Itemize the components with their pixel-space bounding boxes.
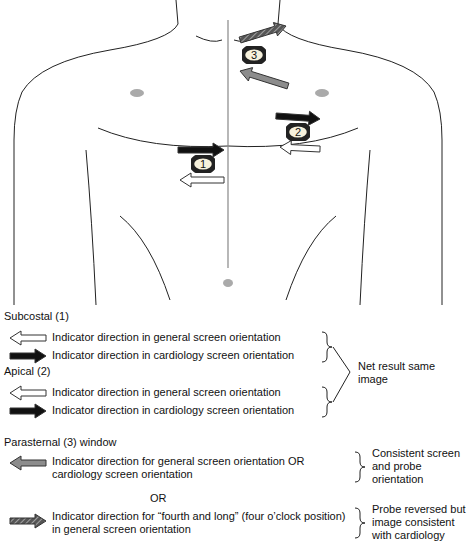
legend-text: Indicator direction for general screen o…: [52, 455, 350, 481]
parasternal-indicator-arrow: [10, 456, 46, 470]
callout-number: 3: [251, 50, 257, 61]
cardiology-indicator-arrow: [10, 404, 46, 418]
fourth-and-long-arrow: [10, 514, 46, 528]
general-indicator-arrow: [10, 331, 46, 345]
callout-circle: 2: [286, 123, 310, 141]
legend-text: Indicator direction in cardiology screen…: [52, 349, 317, 362]
bracket-note: Consistent screen and probe orientation: [372, 447, 470, 486]
legend-text: Indicator direction in cardiology screen…: [52, 404, 317, 417]
fourth-and-long-arrow: [239, 23, 286, 43]
callout-circle: 1: [191, 155, 215, 173]
legend-text: Indicator direction in general screen or…: [52, 386, 317, 399]
bracket-note: Probe reversed but image consistent with…: [372, 503, 470, 542]
cardiology-indicator-arrow: [10, 349, 46, 363]
bracket-join: [333, 347, 350, 402]
general-indicator-arrow: [280, 141, 320, 155]
bracket: [355, 508, 365, 538]
or-label: OR: [150, 492, 190, 505]
section-heading: Apical (2): [4, 365, 204, 378]
legend-text: Indicator direction in general screen or…: [52, 331, 317, 344]
parasternal-indicator-arrow: [240, 68, 289, 89]
callout-number: 1: [200, 159, 206, 170]
general-indicator-arrow: [10, 386, 46, 400]
callout-number: 2: [295, 127, 301, 138]
bracket: [322, 332, 332, 362]
legend-text: Indicator direction for “fourth and long…: [52, 510, 350, 536]
bracket: [355, 452, 365, 482]
callout-circle: 3: [242, 46, 266, 64]
section-heading: Parasternal (3) window: [4, 436, 254, 449]
section-heading: Subcostal (1): [4, 310, 204, 323]
bracket-note: Net result same image: [358, 360, 438, 386]
bracket: [322, 387, 332, 417]
general-indicator-arrow: [180, 173, 224, 187]
